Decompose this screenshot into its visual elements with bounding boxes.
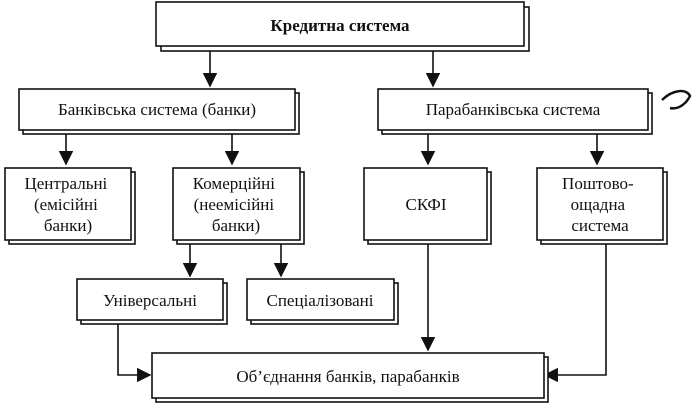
node-credit-system: Кредитна система [155,1,530,52]
decorative-curve-mark [661,89,692,110]
node-central-banks: Центральні (емісійні банки) [4,167,136,245]
edge-postal-to-associations [543,242,607,383]
commercial-banks-label: Комерційні (неемісійні банки) [193,174,279,235]
node-universal: Універсальні [76,278,228,325]
credit-system-label: Кредитна система [270,16,410,35]
skfi-label: СКФІ [405,195,446,214]
node-specialized: Спеціалізовані [246,278,399,325]
edge-universal-to-associations [117,322,152,383]
universal-label: Універсальні [103,291,197,310]
node-postal-savings: Поштово- ощадна система [536,167,668,245]
node-banking-system: Банківська система (банки) [18,88,300,135]
postal-savings-label: Поштово- ощадна система [562,174,638,235]
node-associations: Об’єднання банків, парабанків [151,352,549,403]
node-skfi: СКФІ [363,167,492,245]
specialized-label: Спеціалізовані [267,291,374,310]
parabanking-system-label: Парабанківська система [426,100,601,119]
connectors [58,50,607,383]
node-parabanking-system: Парабанківська система [377,88,653,135]
central-banks-label: Центральні (емісійні банки) [24,174,111,235]
banking-system-label: Банківська система (банки) [58,100,256,119]
associations-label: Об’єднання банків, парабанків [236,367,459,386]
node-commercial-banks: Комерційні (неемісійні банки) [172,167,305,245]
